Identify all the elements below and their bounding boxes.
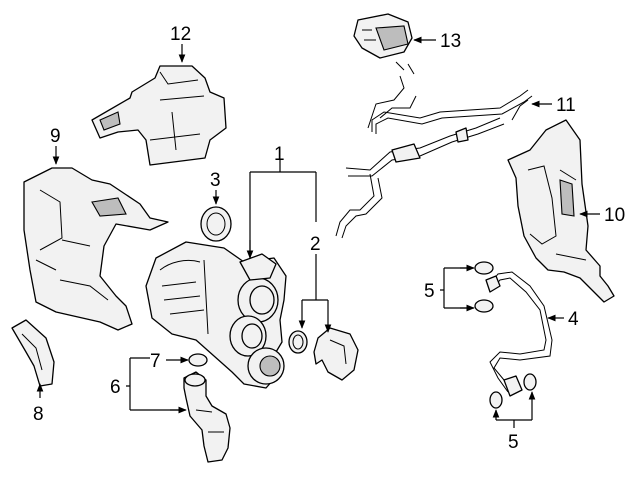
part-11-vacuum-hoses xyxy=(367,61,533,134)
callout-12: 12 xyxy=(170,24,191,45)
part-2-gasket xyxy=(288,330,308,354)
part-6-oil-return-pipe xyxy=(183,371,231,463)
callout-11: 11 xyxy=(556,95,576,116)
callout-6: 6 xyxy=(110,377,121,398)
leader-lines xyxy=(36,36,600,428)
hose-assembly xyxy=(335,117,505,239)
part-9-heat-shield xyxy=(23,167,169,331)
part-8-bracket xyxy=(11,319,55,387)
part-5-washer-left xyxy=(489,391,503,409)
part-1-turbocharger xyxy=(145,241,287,389)
callout-1: 1 xyxy=(274,144,285,165)
callout-13: 13 xyxy=(440,31,461,52)
callout-3: 3 xyxy=(210,170,221,191)
callout-7: 7 xyxy=(150,351,161,372)
part-13-solenoid-valve xyxy=(353,13,413,59)
part-10-heat-shield xyxy=(507,119,615,303)
part-12-reservoir xyxy=(91,65,227,166)
callout-4: 4 xyxy=(568,309,579,330)
callout-10: 10 xyxy=(604,205,625,226)
callout-5-lower: 5 xyxy=(508,432,519,453)
callout-2: 2 xyxy=(310,234,321,255)
callout-9: 9 xyxy=(50,126,61,147)
part-3-seal-ring xyxy=(200,206,232,242)
part-5-washer-middle xyxy=(474,299,494,313)
part-5-washer-right xyxy=(523,373,537,391)
part-2-flange xyxy=(313,327,359,381)
part-5-washer-top xyxy=(474,261,494,275)
part-4-oil-feed-line xyxy=(485,271,553,397)
callout-8: 8 xyxy=(33,404,44,425)
callout-5-upper: 5 xyxy=(424,281,435,302)
part-7-gasket xyxy=(188,353,208,367)
